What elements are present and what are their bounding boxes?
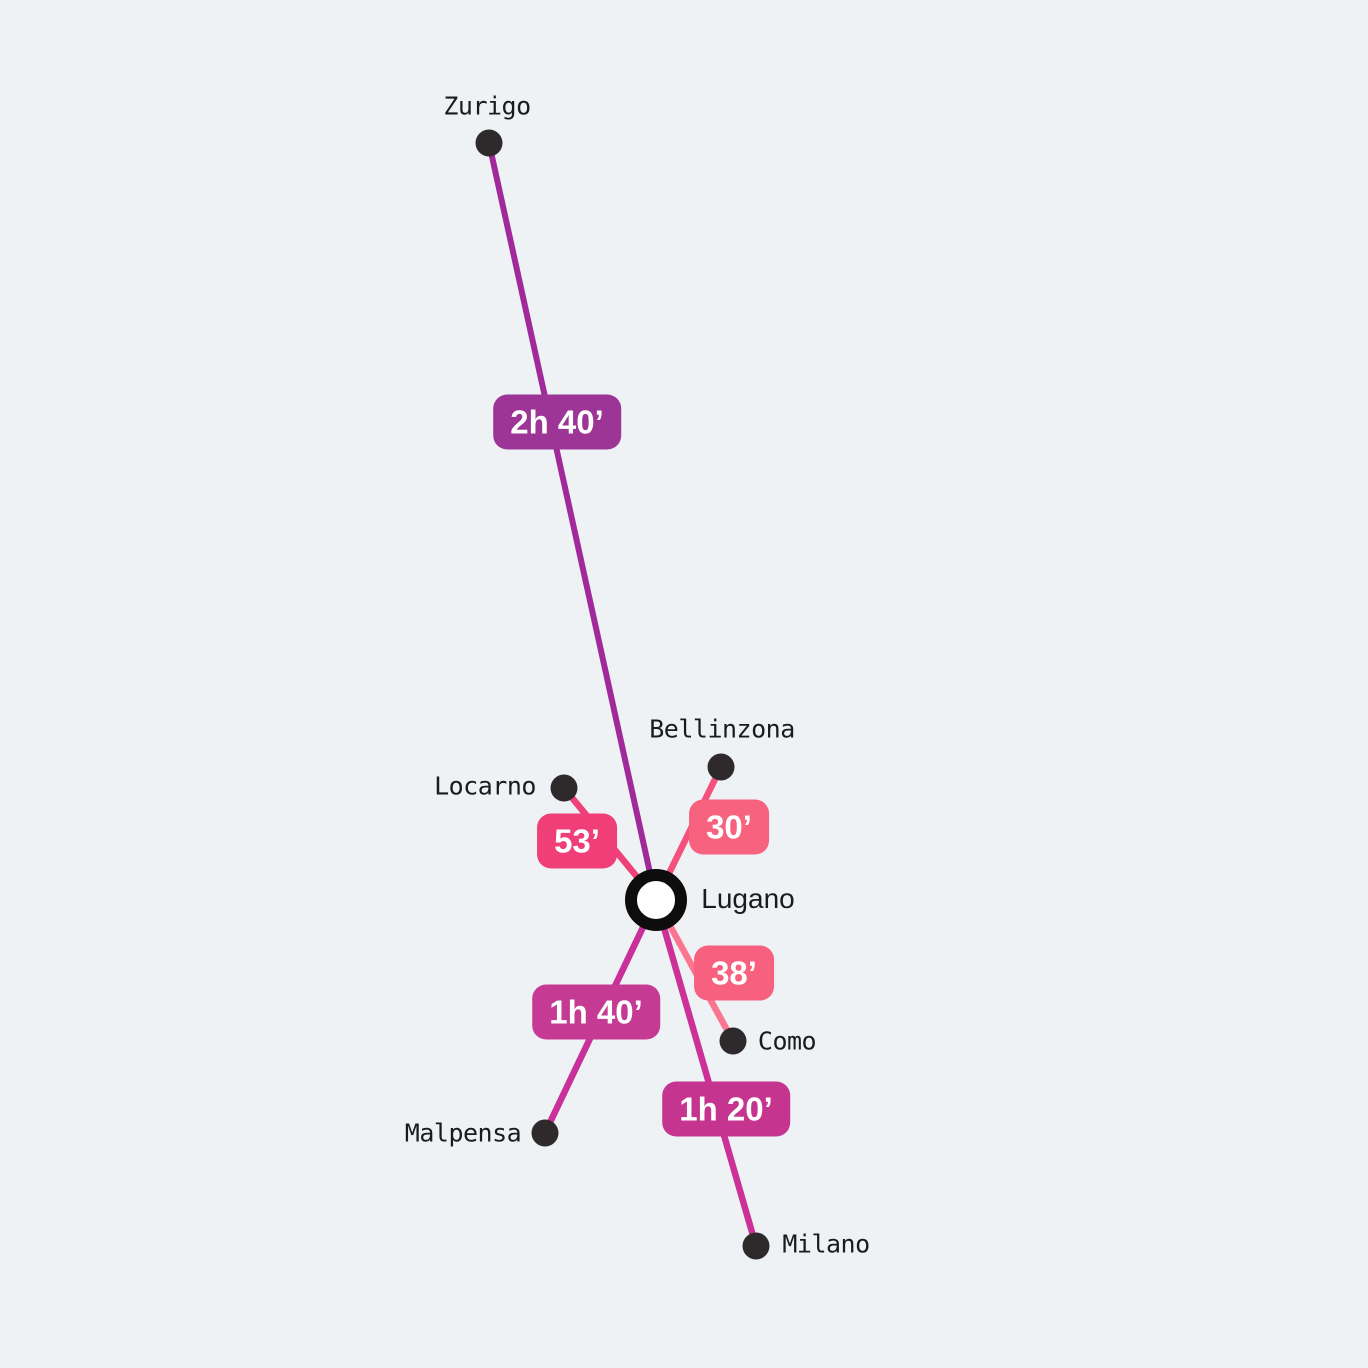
- hub-node-lugano: [625, 869, 687, 931]
- city-node-como: [719, 1027, 747, 1055]
- duration-badge-zurigo: 2h 40’: [493, 394, 621, 450]
- city-node-locarno: [550, 774, 578, 802]
- duration-badge-bellinzona: 30’: [689, 799, 769, 855]
- hub-label-lugano: Lugano: [701, 883, 795, 914]
- city-label-locarno: Locarno: [434, 771, 536, 801]
- duration-badge-milano: 1h 20’: [662, 1081, 790, 1137]
- route-line-zurigo: [486, 140, 659, 903]
- city-label-como: Como: [757, 1026, 817, 1056]
- city-node-malpensa: [531, 1119, 559, 1147]
- city-label-bellinzona: Bellinzona: [649, 714, 795, 744]
- duration-badge-malpensa: 1h 40’: [532, 984, 660, 1040]
- duration-badge-locarno: 53’: [537, 813, 617, 869]
- city-node-bellinzona: [707, 753, 735, 781]
- city-label-milano: Milano: [782, 1229, 870, 1259]
- city-node-milano: [742, 1232, 770, 1260]
- city-label-zurigo: Zurigo: [443, 91, 531, 121]
- city-label-malpensa: Malpensa: [404, 1118, 522, 1148]
- duration-badge-como: 38’: [694, 945, 774, 1001]
- route-line-milano: [652, 896, 760, 1250]
- city-node-zurigo: [475, 129, 503, 157]
